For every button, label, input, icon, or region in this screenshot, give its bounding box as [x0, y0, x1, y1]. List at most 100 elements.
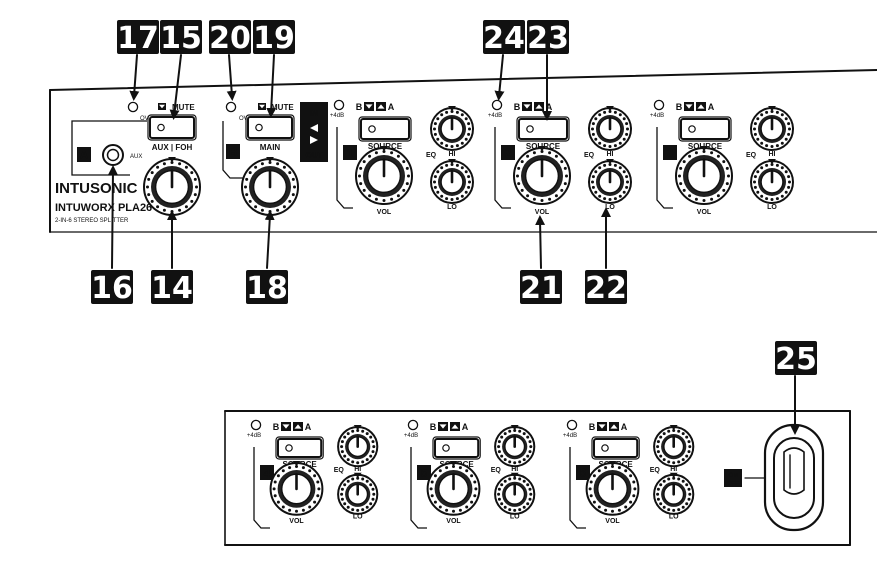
arrow-up-icon: [697, 104, 705, 109]
hi-knob-3-tick: [784, 137, 788, 141]
callout-16: 16: [91, 271, 133, 306]
lo-knob-3-tick: [775, 163, 779, 167]
hi-knob-6-tick: [659, 435, 663, 439]
hi-knob-3-tick: [770, 110, 774, 113]
lo-knob-1-tick: [467, 185, 471, 189]
hi-knob-6-tick: [685, 435, 689, 439]
arrow-down-icon: [259, 104, 265, 109]
lo-knob-2-tick: [598, 194, 602, 198]
vol-label-2: VOL: [535, 209, 550, 216]
vol-knob-2-tick: [554, 194, 558, 198]
vol-knob-2-tick: [517, 182, 521, 186]
vol-knob-2-tick: [520, 160, 524, 164]
vol-knob-3-tick: [722, 160, 726, 164]
lo-knob-4-tick: [346, 479, 350, 483]
vol-knob-5-tick: [470, 500, 474, 504]
hi-knob-5-tick: [497, 450, 501, 454]
lo-knob-5-tick: [522, 479, 526, 483]
vol-knob-1-tick: [362, 188, 366, 192]
lo-knob-6-tick: [656, 487, 660, 491]
arrow-down-icon: [159, 104, 165, 109]
lo-knob-5-tick: [508, 508, 512, 512]
hi-knob-6-tick: [681, 458, 685, 462]
vol-label-1: VOL: [377, 209, 392, 216]
channel-number-6: 6: [580, 466, 587, 480]
aux-foh-knob-tick: [170, 210, 174, 213]
lo-label-3: LO: [767, 204, 777, 211]
hi-knob-4-tick: [351, 460, 355, 464]
vol-knob-4-tick: [276, 500, 280, 504]
hi-knob-3-tick: [780, 141, 784, 145]
hi-knob-5-index: [510, 425, 519, 430]
source-button-5-led: [442, 444, 450, 452]
vol-knob-3-tick: [727, 174, 730, 178]
vol-knob-2-tick: [560, 188, 564, 192]
ovl-led-6: [566, 419, 578, 431]
hi-knob-3-tick: [780, 113, 784, 117]
hi-knob-1-tick: [455, 110, 459, 114]
vol-knob-3-tick: [716, 154, 720, 158]
main-button: [247, 116, 293, 139]
callout-22: 22: [585, 271, 627, 306]
hi-knob-3: [750, 106, 794, 151]
source-b-label: B: [356, 102, 363, 112]
channel-outline-1: [336, 127, 353, 209]
vol-knob-5-tick: [429, 487, 433, 491]
lo-knob-4-tick: [365, 505, 369, 509]
hi-knob-2-tick: [598, 141, 602, 145]
vol-knob-4: [269, 461, 324, 516]
vol-knob-1-index: [380, 146, 388, 151]
lo-knob-5-tick: [500, 502, 504, 506]
vol-knob-2-tick: [548, 151, 552, 155]
callout-23-box: [527, 20, 569, 54]
lo-knob-4-tick: [369, 483, 373, 487]
lo-knob-3-tick: [756, 170, 760, 174]
vol-knob-1-tick: [358, 174, 361, 178]
main-knob-tick: [268, 210, 272, 213]
lo-label-2: LO: [605, 204, 615, 211]
hi-knob-3-tick: [760, 141, 764, 145]
hi-label-3: HI: [769, 151, 776, 158]
lo-knob-3-tick: [753, 185, 757, 189]
hi-knob-1-tick: [460, 113, 464, 117]
hi-knob-5-tick: [500, 435, 504, 439]
callout-20-box: [209, 20, 251, 54]
ovl-led-2: [491, 99, 503, 111]
channel-badge-1: [343, 145, 357, 160]
hi-knob-5-tick: [500, 454, 504, 458]
hi-knob-3-tick: [756, 117, 760, 121]
lo-knob-4-tick: [340, 492, 344, 496]
vol-knob-2-tick: [565, 174, 568, 178]
hi-knob-6-tick: [687, 440, 691, 444]
vol-knob-4-tick: [301, 508, 305, 512]
section-b-outline: [222, 121, 245, 179]
source-b-label: B: [430, 422, 437, 432]
hi-knob-6-tick: [681, 432, 685, 436]
main-knob-tick: [291, 177, 295, 181]
hi-knob-3-tick: [787, 132, 791, 136]
source-button-1-led: [368, 125, 376, 133]
vol-knob-4-tick: [276, 474, 280, 478]
eq-label-2: EQ: [584, 152, 595, 159]
hi-knob-5-tick: [513, 461, 517, 465]
hi-knob-2-tick: [608, 110, 612, 113]
lo-knob-1-tick: [468, 180, 471, 184]
lo-label-6: LO: [669, 514, 679, 521]
eq-label-3: EQ: [746, 152, 757, 159]
hi-knob-4-tick: [365, 458, 369, 462]
arrow-19: [266, 54, 277, 118]
vol-knob-1-tick: [382, 150, 386, 153]
vol-knob-1-tick: [390, 151, 394, 155]
vol-knob-6-tick: [617, 466, 621, 470]
vol-knob-5-tick: [438, 505, 442, 509]
lo-knob-4-tick: [371, 487, 375, 491]
hi-label-5: HI: [511, 466, 518, 473]
mute-label-a: MUTE: [172, 103, 195, 112]
vol-knob-4-tick: [308, 469, 312, 473]
lo-knob-3-tick: [780, 194, 784, 198]
callout-20: 20: [209, 21, 251, 56]
callout-16-box: [91, 270, 133, 304]
hi-knob-1-tick: [433, 127, 436, 131]
hi-knob-5: [494, 425, 536, 468]
main-knob-index: [266, 157, 274, 162]
